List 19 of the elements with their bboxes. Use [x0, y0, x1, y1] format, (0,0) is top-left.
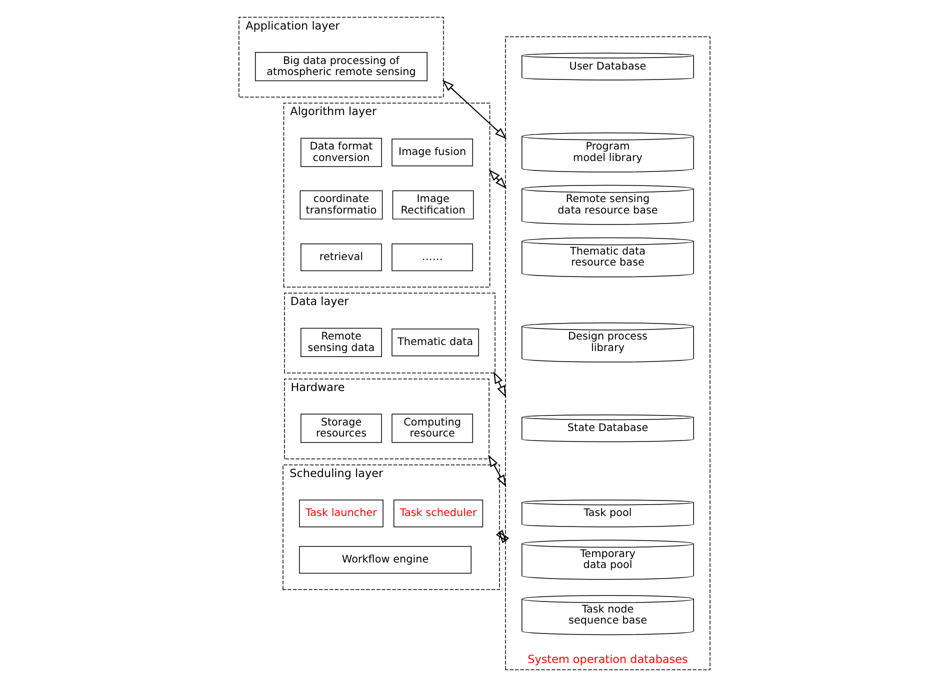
node-box: Task launcher [299, 500, 384, 528]
arrow [442, 80, 507, 140]
node-box: Computing resource [392, 414, 473, 443]
node-box: Thematic data [392, 328, 479, 356]
node-box: Image Rectification [392, 190, 474, 220]
node-box: Big data processing of atmospheric remote sensing [255, 52, 428, 82]
node-box: Storage resources [300, 414, 382, 443]
node-box: Task scheduler [394, 500, 484, 528]
arrow [496, 530, 510, 544]
node-box: Remote sensing data [300, 328, 382, 357]
node-box: Data format conversion [300, 138, 382, 167]
arrow [494, 372, 506, 398]
arrow [488, 169, 507, 189]
node-box: retrieval [300, 244, 382, 272]
node-box: Workflow engine [299, 546, 472, 574]
arrow [488, 454, 506, 487]
node-box: …… [392, 244, 473, 272]
node-box: coordinate transformatio [300, 190, 383, 220]
node-box: Image fusion [392, 138, 473, 166]
